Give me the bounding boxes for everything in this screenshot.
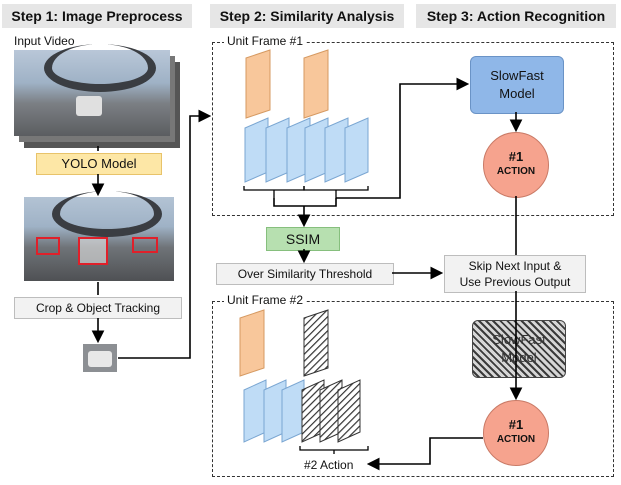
bracket-1-right	[303, 186, 369, 198]
fast-frame-2c	[281, 379, 305, 443]
skip-next-input-box: Skip Next Input & Use Previous Output	[444, 255, 586, 293]
unit-frame-1-box	[212, 42, 614, 216]
step3-header: Step 3: Action Recognition	[416, 4, 616, 28]
step1-header: Step 1: Image Preprocess	[2, 4, 192, 28]
arrow-action2-to-label	[366, 437, 483, 471]
skip-line1: Skip Next Input &	[468, 259, 562, 273]
input-video-label: Input Video	[14, 34, 75, 48]
skipped-slowfast-line2: Model	[501, 350, 537, 365]
bbox-center	[78, 237, 108, 265]
slowfast-model-box: SlowFast Model	[470, 56, 564, 114]
skipped-slowfast-line1: SlowFast	[492, 332, 546, 347]
action-circle-2: #1 ACTION	[483, 400, 549, 466]
skipped-fast-frame-2c	[337, 379, 361, 443]
bracket-1-left	[243, 186, 305, 198]
action-circle-1-word: ACTION	[496, 166, 536, 177]
action-circle-2-num: #1	[508, 417, 524, 432]
slow-frame-1a	[245, 49, 271, 119]
step2-header: Step 2: Similarity Analysis	[210, 4, 404, 28]
fast-frame-1b	[265, 117, 290, 183]
connector-brackets	[273, 198, 337, 207]
unit-frame-1-title: Unit Frame #1	[224, 34, 307, 48]
slowfast-line2: Model	[499, 86, 535, 101]
similarity-threshold-box: Over Similarity Threshold	[216, 263, 394, 285]
unit-frame-2-title: Unit Frame #2	[224, 293, 307, 307]
bbox-right	[132, 237, 158, 253]
dashcam-arc	[44, 44, 156, 92]
skip-line2: Use Previous Output	[459, 275, 571, 289]
detection-frame	[24, 191, 174, 281]
slow-frame-2	[239, 309, 265, 377]
yolo-model-box: YOLO Model	[36, 153, 162, 175]
fast-frame-1a	[244, 117, 269, 183]
fast-frame-1f	[344, 117, 369, 183]
input-video-frames	[14, 44, 184, 150]
skipped-slow-frame-2	[303, 309, 329, 377]
slowfast-line1: SlowFast	[490, 68, 544, 83]
skipped-slowfast-model-box: SlowFast Model	[472, 320, 566, 378]
arrow-to-slowfast	[336, 77, 470, 199]
action-2-label: #2 Action	[304, 458, 354, 472]
action-circle-2-word: ACTION	[496, 434, 536, 445]
slow-frame-1b	[303, 49, 329, 119]
action-circle-1-num: #1	[508, 149, 524, 164]
fast-frame-2a	[243, 379, 267, 443]
cropped-car-body	[88, 351, 112, 367]
unit-frame-2-box	[212, 301, 614, 477]
crop-tracking-box: Crop & Object Tracking	[14, 297, 182, 319]
car-shape	[76, 96, 102, 116]
detection-dashcam-arc	[52, 191, 162, 237]
cropped-car	[83, 344, 117, 372]
bbox-left	[36, 237, 60, 255]
arrow-car-to-unit-frame-1	[118, 109, 212, 359]
action-circle-1: #1 ACTION	[483, 132, 549, 198]
video-frame-front	[14, 44, 170, 136]
bracket-2	[299, 446, 369, 454]
